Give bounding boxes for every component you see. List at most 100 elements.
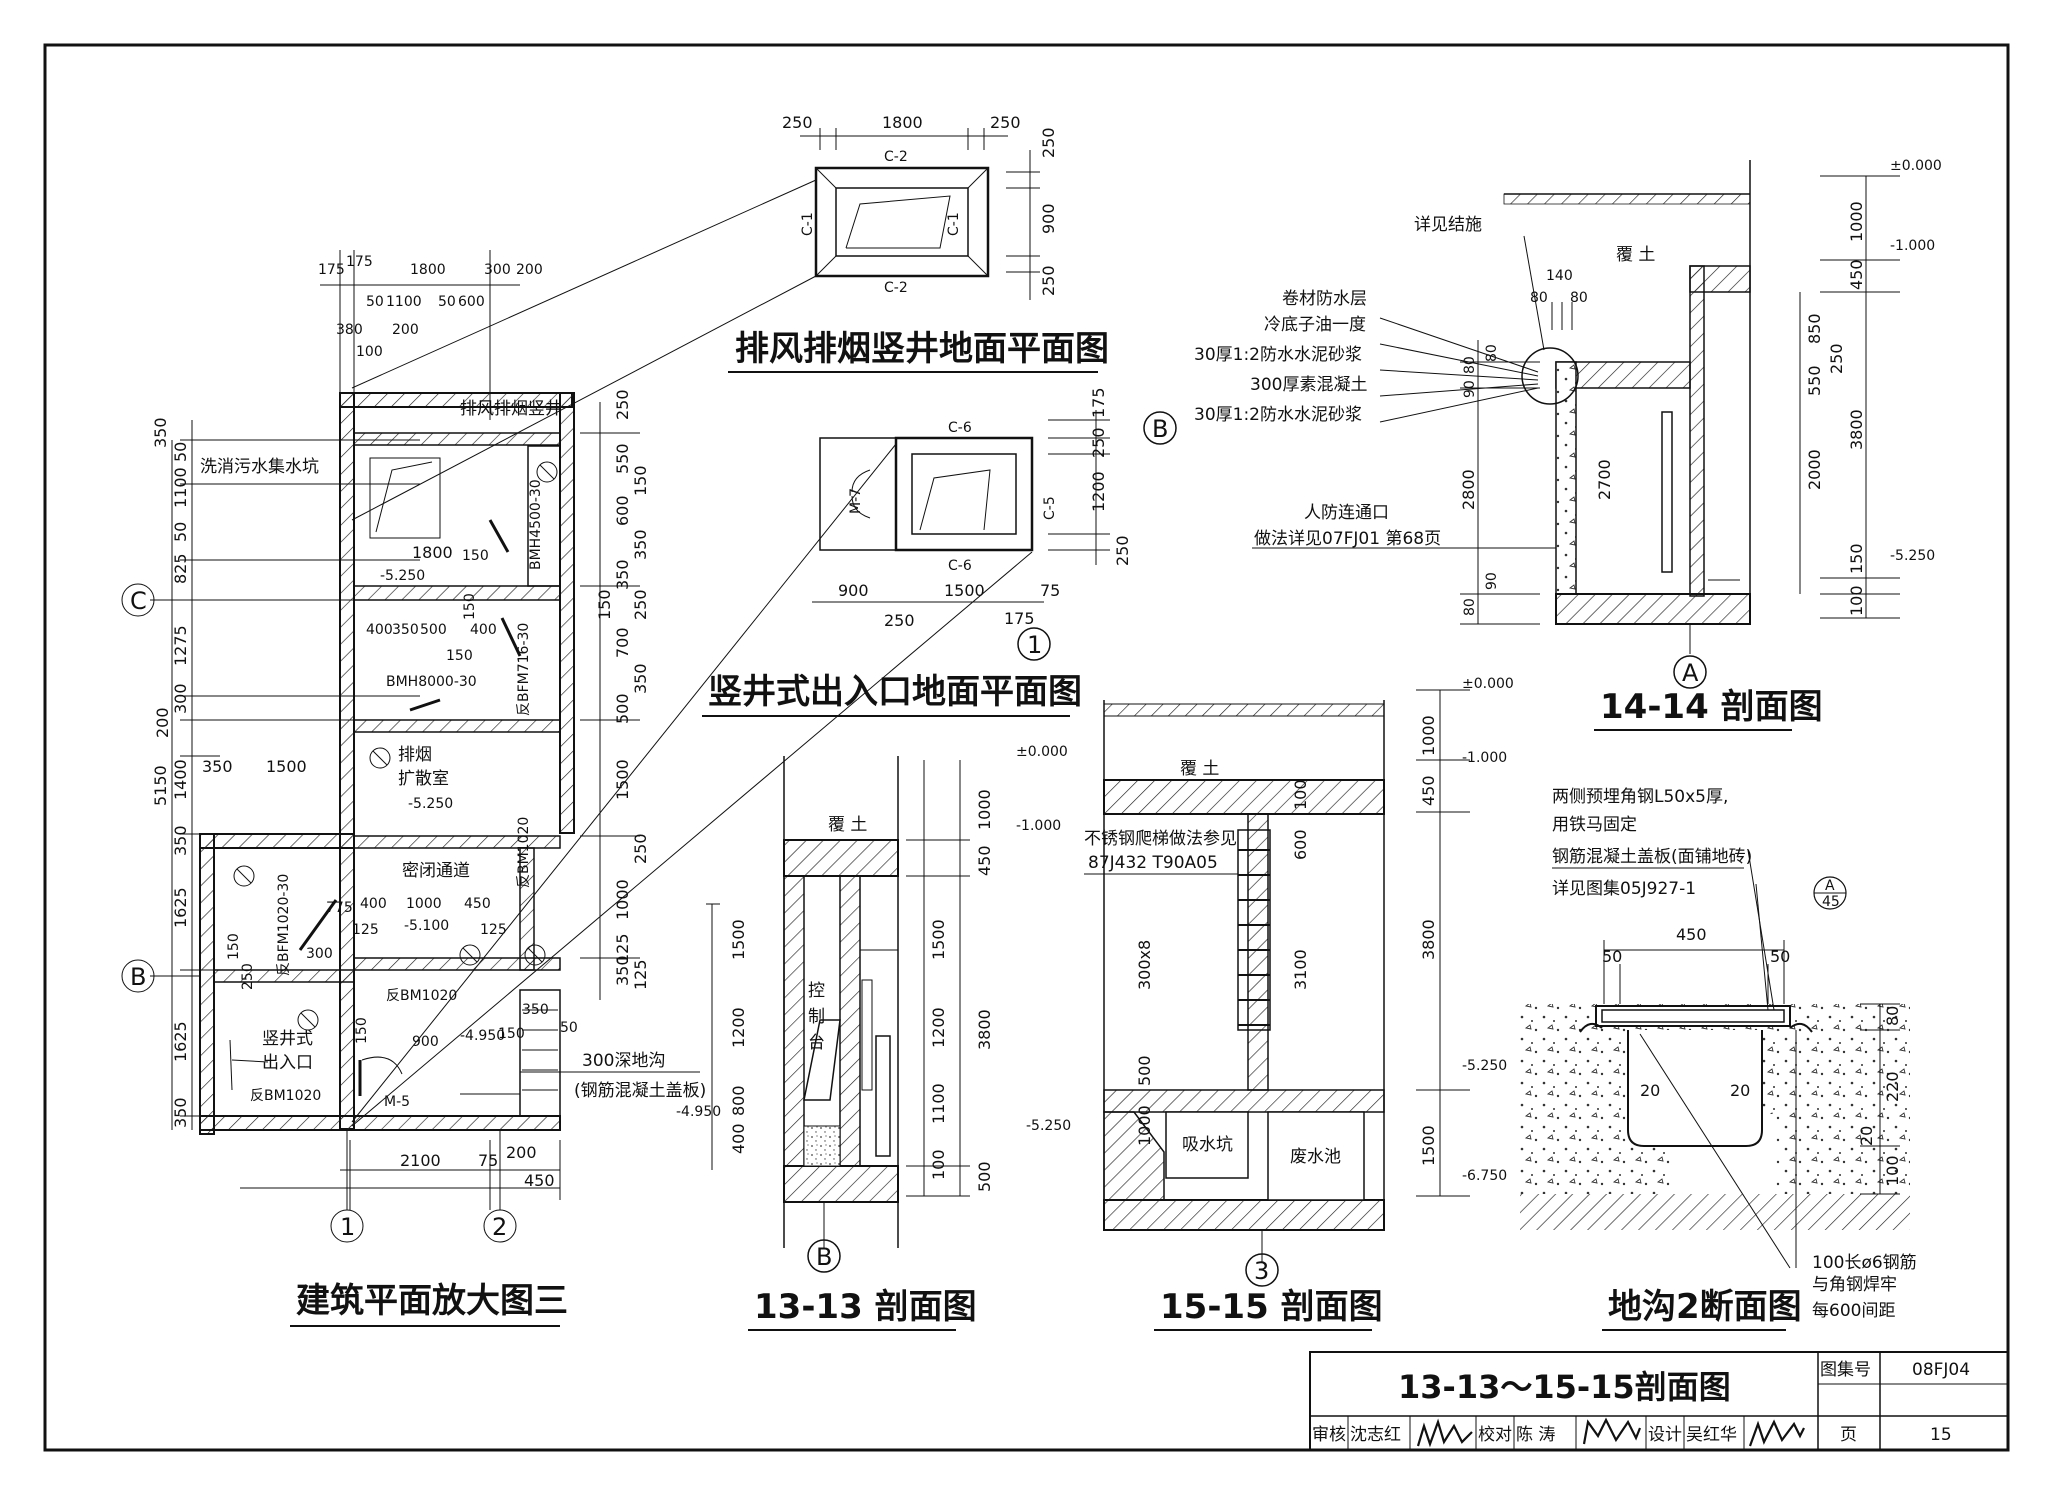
sheet-title: 13-13～15-15剖面图 xyxy=(1398,1368,1731,1406)
plan3-door-7: 反BM1020 xyxy=(250,1088,321,1104)
signature-checker xyxy=(1584,1420,1640,1444)
plan3-dim-inner-10: 150 xyxy=(462,593,478,620)
plan3-dim-left-6: 1275 xyxy=(171,625,190,666)
title-block-text: 13-13～15-15剖面图 图集号 08FJ04 审核 沈志红 校对 陈 涛 … xyxy=(1312,1360,1970,1445)
sec13-dim-left-3: 800 xyxy=(729,1085,748,1116)
sec14-dim-right-6: 3800 xyxy=(1847,409,1866,450)
sec14-dim-top-1: 140 xyxy=(1546,268,1573,284)
entrance-plan-view xyxy=(812,410,1110,602)
plan3-room-airlock: 密闭通道 xyxy=(402,861,470,881)
entrance-plan-dim-right-4: 250 xyxy=(1113,535,1132,566)
sec13-elev-1: ±0.000 xyxy=(1016,744,1068,760)
plan3-dim-left-1: 350 xyxy=(151,417,170,448)
sec14-dim-right-7: 2000 xyxy=(1805,449,1824,490)
sec13-label-ctrl-1: 控 xyxy=(808,981,825,1001)
plan3-room-exhaust-shaft: 排风排烟竖井 xyxy=(460,399,562,419)
shaft-plan-outer-wall xyxy=(816,168,988,276)
sec14-dim-left-5: 80 xyxy=(1462,598,1478,616)
sec15-title: 15-15 剖面图 xyxy=(1160,1287,1383,1327)
sec14-elev-1: ±0.000 xyxy=(1890,158,1942,174)
trench2-note-7: 每600间距 xyxy=(1812,1301,1895,1321)
plan3-room-smoke-2: 扩散室 xyxy=(398,769,449,789)
plan3-title: 建筑平面放大图三 xyxy=(296,1281,568,1321)
sec13-dim-right-4: 1200 xyxy=(929,1007,948,1048)
sec14-dim-top-2: 80 xyxy=(1530,290,1548,306)
sec15-axis: 3 xyxy=(1254,1257,1269,1285)
sec13-label-ctrl-3: 台 xyxy=(808,1033,825,1053)
sec14-text: ±0.000 -1.000 -5.250 1000 450 850 250 55… xyxy=(1194,158,1942,730)
plan3-dim-top-10: 380 xyxy=(336,322,363,338)
sec13-dim-right-8: 3800 xyxy=(975,1009,994,1050)
sec14-label-layer-1: 卷材防水层 xyxy=(1282,289,1367,309)
sec14-label-layer-3: 30厚1:2防水水泥砂浆 xyxy=(1194,345,1362,365)
plan3-dim-lines xyxy=(172,250,640,1210)
trench2-dim-1: 450 xyxy=(1676,925,1707,944)
plan3-dim-right-11: 500 xyxy=(613,693,632,724)
plan3-dim-inner-6: 350 xyxy=(392,622,419,638)
sec14-label-layer-4: 300厚素混凝土 xyxy=(1250,375,1367,395)
entrance-plan-outer-wall xyxy=(896,438,1032,550)
plan3-dim-inner-8: 400 xyxy=(470,622,497,638)
sec15-text: ±0.000 -1.000 -5.250 -6.750 1000 450 380… xyxy=(1084,676,1514,1330)
trench2-dim-7: 220 xyxy=(1883,1071,1902,1102)
plan3-dim-top-11: 200 xyxy=(392,322,419,338)
signature-reviewer xyxy=(1418,1422,1472,1446)
entrance-plan-dim-right-2: 250 xyxy=(1089,427,1108,458)
plan3-room-shaft-entrance-2: 出入口 xyxy=(262,1053,313,1073)
sec14-dim-left-4: 2800 xyxy=(1459,469,1478,510)
sec14-structure xyxy=(1252,160,1900,688)
sec13-elev-2: -1.000 xyxy=(1016,818,1061,834)
trench2-structure xyxy=(1520,850,1910,1268)
entrance-plan-inner-wall xyxy=(912,454,1016,534)
plan3-dim-top-3: 1800 xyxy=(410,262,446,278)
sec14-dim-right-1: 1000 xyxy=(1847,201,1866,242)
trench2-dim-3: 50 xyxy=(1770,947,1790,966)
sec15-label-ladder-1: 不锈钢爬梯做法参见 xyxy=(1084,829,1237,849)
trench2-note-3: 钢筋混凝土盖板(面铺地砖) xyxy=(1552,847,1752,867)
plan3-dim-inner-1: 1500 xyxy=(266,757,307,776)
plan3-dim-right-17: 125 xyxy=(631,959,650,990)
sec13-dim-right-1: 1000 xyxy=(975,789,994,830)
sec15-structure xyxy=(1104,690,1470,1286)
plan3-door-1: BMH4500-30 xyxy=(528,479,544,570)
plan3-dim-inner-16: 125 xyxy=(480,922,507,938)
sec13-dim-right-5: 1100 xyxy=(929,1083,948,1124)
plan3-axis-lines xyxy=(122,584,516,1242)
shaft-plan-text: 250 1800 250 250 900 250 C-2 C-2 C-1 C-1… xyxy=(728,113,1109,372)
trench2-dim-4: 20 xyxy=(1640,1081,1660,1100)
signature-designer xyxy=(1750,1422,1804,1446)
entrance-plan-dim-bottom-5: 75 xyxy=(1040,581,1060,600)
sec14-dim-right-2: 450 xyxy=(1847,259,1866,290)
plan3-dim-top-4: 300 xyxy=(484,262,511,278)
shaft-plan-view xyxy=(800,128,1040,300)
trench2-detail-ref-bottom: 45 xyxy=(1822,894,1840,910)
trench2-dim-8: 20 xyxy=(1857,1126,1876,1146)
shaft-plan-dim-right-2: 900 xyxy=(1039,203,1058,234)
plan3-dim-left-5: 825 xyxy=(171,553,190,584)
entrance-plan-label-c6-top: C-6 xyxy=(948,420,972,436)
plan3-dim-right-7: 250 xyxy=(631,589,650,620)
entrance-plan-label-m7: M-7 xyxy=(848,488,864,514)
trench2-dim-2: 50 xyxy=(1602,947,1622,966)
plan3-note-trench: 300深地沟 xyxy=(582,1051,665,1071)
sec14-dim-right-9: 100 xyxy=(1847,585,1866,616)
title-block xyxy=(1310,1352,2008,1450)
plan3-dim-right-13: 250 xyxy=(631,833,650,864)
plan3-dim-right-9: 700 xyxy=(613,627,632,658)
plan3-dim-inner-20: 150 xyxy=(354,1017,370,1044)
plan3-dim-bottom-4: 450 xyxy=(524,1171,555,1190)
shaft-plan-dim-top-3: 250 xyxy=(990,113,1021,132)
sec15-label-sump: 吸水坑 xyxy=(1182,1135,1233,1155)
plan3-dim-top-7: 1100 xyxy=(386,294,422,310)
trench2-note-1: 两侧预埋角钢L50x5厚, xyxy=(1552,787,1728,807)
plan3-dim-right-3: 150 xyxy=(631,465,650,496)
trench2-dim-6: 80 xyxy=(1883,1006,1902,1026)
plan3-dim-left-7: 300 xyxy=(171,683,190,714)
entrance-plan-dim-bottom-4: 175 xyxy=(1004,609,1035,628)
plan3-dim-inner-21: 350 xyxy=(522,1002,549,1018)
sec14-dim-top-3: 80 xyxy=(1570,290,1588,306)
sec14-dim-right-5: 550 xyxy=(1805,365,1824,396)
page-number: 15 xyxy=(1930,1425,1952,1445)
sec13-label-ctrl-2: 制 xyxy=(808,1007,825,1027)
plan3-dim-left-3: 1100 xyxy=(171,467,190,508)
